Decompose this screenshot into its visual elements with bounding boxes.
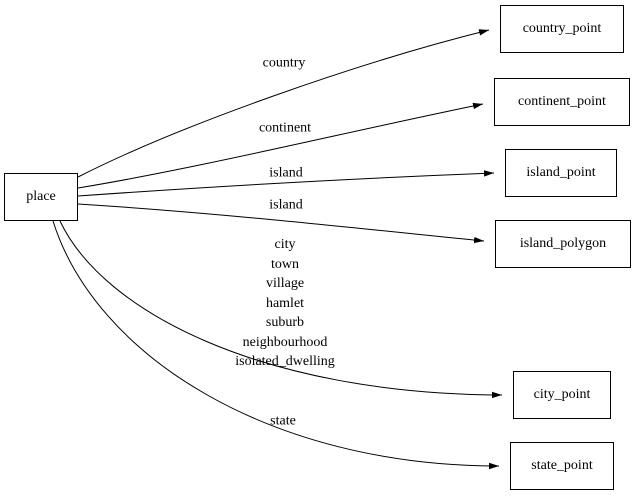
node-city-point-label: city_point bbox=[533, 387, 591, 402]
node-continent-point-label: continent_point bbox=[518, 94, 606, 109]
node-country-point-label: country_point bbox=[522, 21, 602, 36]
edge-label-island-polygon: island bbox=[269, 197, 303, 213]
edge-label-island-point: island bbox=[269, 165, 303, 181]
edge-label-suburb: suburb bbox=[265, 314, 305, 330]
edge-label-country: country bbox=[262, 55, 306, 71]
edge-place-island-polygon bbox=[77, 203, 485, 244]
node-place: place bbox=[4, 173, 78, 221]
edge-label-city-group: city town village hamlet suburb neighbou… bbox=[235, 235, 335, 372]
edge-place-state-point bbox=[52, 220, 500, 470]
node-island-polygon: island_polygon bbox=[495, 220, 631, 268]
edge-label-city: city bbox=[274, 236, 296, 252]
edge-label-state: state bbox=[270, 413, 296, 429]
edge-label-neighbourhood: neighbourhood bbox=[242, 334, 328, 350]
node-island-point: island_point bbox=[505, 149, 617, 197]
node-place-label: place bbox=[26, 189, 56, 204]
node-island-point-label: island_point bbox=[526, 165, 596, 180]
edge-place-continent-point bbox=[77, 102, 484, 189]
edge-label-town: town bbox=[270, 256, 299, 272]
node-continent-point: continent_point bbox=[494, 78, 630, 126]
edge-place-country-point bbox=[77, 29, 490, 178]
edge-place-island-point bbox=[77, 170, 495, 197]
edge-label-continent: continent bbox=[258, 120, 312, 136]
edge-place-city-point bbox=[59, 220, 503, 399]
node-country-point: country_point bbox=[500, 5, 624, 53]
edge-label-village: village bbox=[265, 275, 305, 291]
edge-label-hamlet: hamlet bbox=[265, 295, 305, 311]
edge-label-isolated-dwelling: isolated_dwelling bbox=[235, 353, 335, 369]
node-state-point: state_point bbox=[510, 442, 614, 490]
node-island-polygon-label: island_polygon bbox=[519, 236, 607, 251]
node-city-point: city_point bbox=[513, 371, 611, 419]
node-state-point-label: state_point bbox=[531, 458, 593, 473]
